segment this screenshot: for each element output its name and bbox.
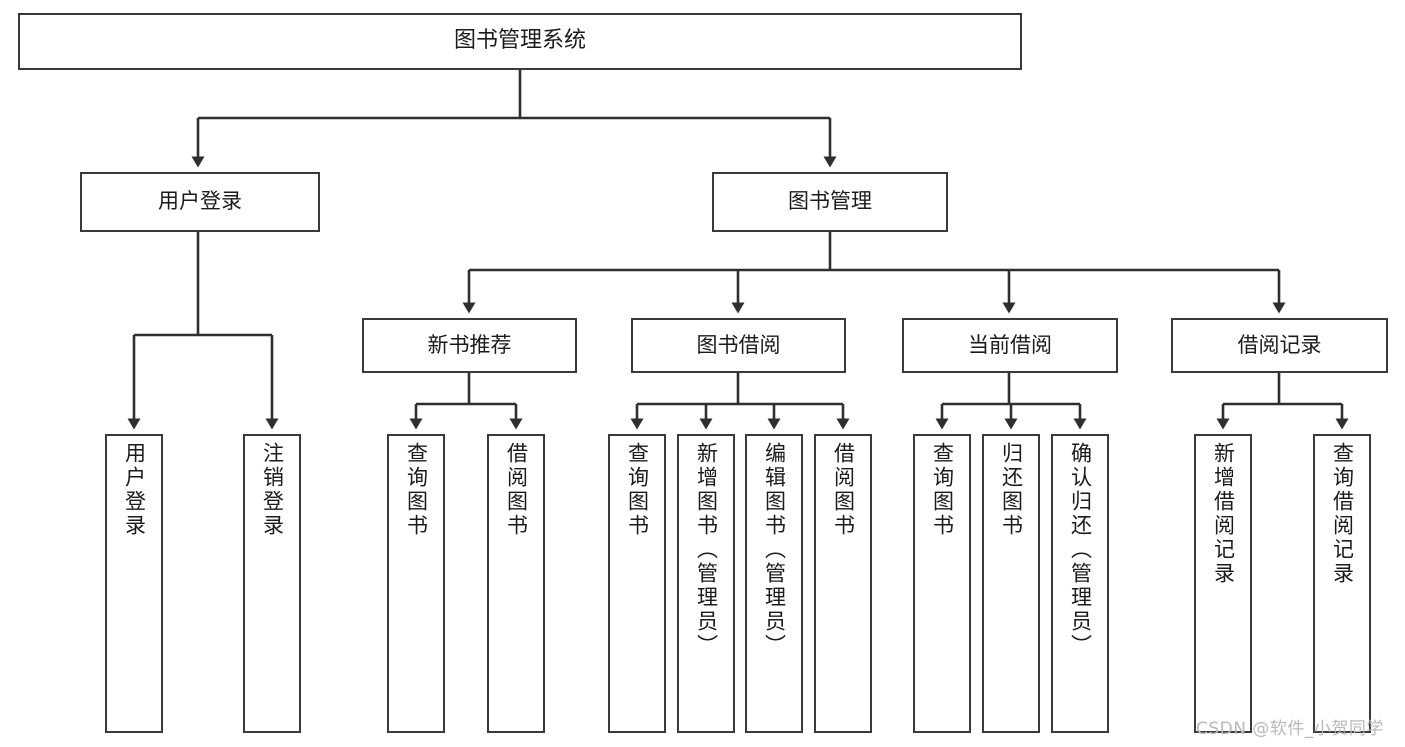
leaf-add-borrow-record-label: 新增借阅记录 bbox=[1211, 442, 1236, 586]
node-root-label: 图书管理系统 bbox=[453, 28, 586, 54]
leaf-confirm-return-admin-label: 确认归还（管理员） bbox=[1068, 442, 1093, 658]
leaf-add-borrow-record[interactable]: 新增借阅记录 bbox=[1194, 434, 1252, 733]
node-book-management-label: 图书管理 bbox=[788, 189, 872, 214]
node-new-book-recommend[interactable]: 新书推荐 bbox=[362, 318, 577, 373]
node-borrow-record-label: 借阅记录 bbox=[1237, 332, 1322, 357]
leaf-query-book-current[interactable]: 查询图书 bbox=[913, 434, 971, 733]
leaf-user-login[interactable]: 用户登录 bbox=[105, 434, 163, 733]
node-current-borrow-label: 当前借阅 bbox=[968, 332, 1052, 357]
leaf-confirm-return-admin[interactable]: 确认归还（管理员） bbox=[1051, 434, 1109, 733]
leaf-query-book-borrow-label: 查询图书 bbox=[625, 442, 650, 538]
node-user-login-label: 用户登录 bbox=[158, 189, 242, 214]
leaf-edit-book-admin-label: 编辑图书（管理员） bbox=[762, 442, 787, 658]
leaf-edit-book-admin[interactable]: 编辑图书（管理员） bbox=[745, 434, 803, 733]
leaf-borrow-book-newbook-label: 借阅图书 bbox=[504, 442, 529, 538]
node-book-borrow[interactable]: 图书借阅 bbox=[631, 318, 846, 373]
node-user-login[interactable]: 用户登录 bbox=[80, 172, 320, 232]
leaf-logout[interactable]: 注销登录 bbox=[243, 434, 301, 733]
leaf-return-book-label: 归还图书 bbox=[999, 442, 1024, 538]
node-book-borrow-label: 图书借阅 bbox=[696, 332, 781, 357]
leaf-query-book-borrow[interactable]: 查询图书 bbox=[608, 434, 666, 733]
leaf-add-book-admin-label: 新增图书（管理员） bbox=[694, 442, 719, 658]
leaf-lend-book[interactable]: 借阅图书 bbox=[814, 434, 872, 733]
leaf-query-borrow-record[interactable]: 查询借阅记录 bbox=[1313, 434, 1371, 733]
leaf-user-login-label: 用户登录 bbox=[122, 442, 147, 538]
leaf-query-borrow-record-label: 查询借阅记录 bbox=[1330, 442, 1355, 586]
leaf-query-book-current-label: 查询图书 bbox=[930, 442, 955, 538]
leaf-query-book-newbook-label: 查询图书 bbox=[404, 442, 429, 538]
node-book-management[interactable]: 图书管理 bbox=[712, 172, 948, 232]
node-new-book-recommend-label: 新书推荐 bbox=[427, 332, 512, 357]
leaf-return-book[interactable]: 归还图书 bbox=[982, 434, 1040, 733]
leaf-add-book-admin[interactable]: 新增图书（管理员） bbox=[677, 434, 735, 733]
node-borrow-record[interactable]: 借阅记录 bbox=[1171, 318, 1388, 373]
leaf-borrow-book-newbook[interactable]: 借阅图书 bbox=[487, 434, 545, 733]
csdn-watermark: CSDN @软件_小贺同学 bbox=[1196, 719, 1384, 739]
node-current-borrow[interactable]: 当前借阅 bbox=[902, 318, 1118, 373]
leaf-lend-book-label: 借阅图书 bbox=[831, 442, 856, 538]
leaf-query-book-newbook[interactable]: 查询图书 bbox=[387, 434, 445, 733]
node-root[interactable]: 图书管理系统 bbox=[18, 13, 1022, 70]
leaf-logout-label: 注销登录 bbox=[260, 442, 285, 538]
